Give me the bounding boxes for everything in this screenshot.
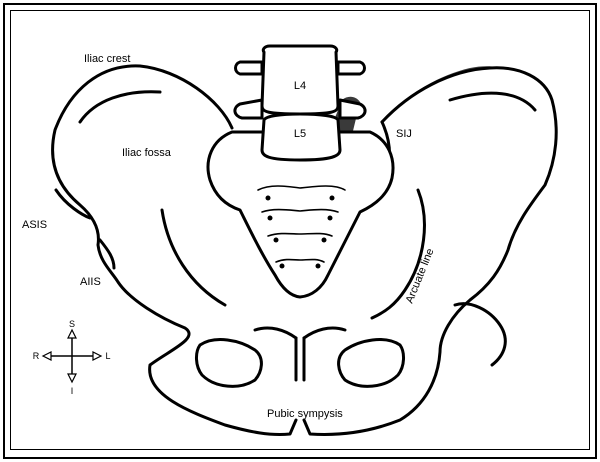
compass-arrow-down bbox=[68, 374, 76, 382]
l5-right-process bbox=[340, 100, 365, 118]
l4-left-process bbox=[236, 62, 263, 74]
label-l5: L5 bbox=[294, 128, 306, 140]
label-l4: L4 bbox=[294, 80, 306, 92]
label-iliac-fossa: Iliac fossa bbox=[122, 147, 172, 159]
compass-arrow-up bbox=[68, 330, 76, 338]
label-asis: ASIS bbox=[22, 219, 47, 231]
compass-rose: S I R L bbox=[33, 319, 111, 396]
compass-arrow-right bbox=[93, 352, 101, 360]
compass-inferior-label: I bbox=[71, 386, 74, 396]
label-pubic-symphysis: Pubic sympysis bbox=[267, 408, 343, 420]
label-iliac-crest: Iliac crest bbox=[84, 53, 130, 65]
left-lower-edge bbox=[455, 304, 505, 365]
left-obturator-foramen bbox=[339, 340, 404, 387]
l5-left-process bbox=[235, 100, 262, 118]
l4-right-process bbox=[338, 62, 365, 74]
compass-superior-label: S bbox=[69, 319, 75, 329]
label-aiis: AIIS bbox=[80, 276, 101, 288]
compass-left-label: L bbox=[105, 351, 110, 361]
label-sij: SIJ bbox=[396, 128, 412, 140]
right-obturator-foramen bbox=[196, 340, 261, 387]
compass-arrow-left bbox=[43, 352, 51, 360]
compass-right-label: R bbox=[33, 351, 40, 361]
